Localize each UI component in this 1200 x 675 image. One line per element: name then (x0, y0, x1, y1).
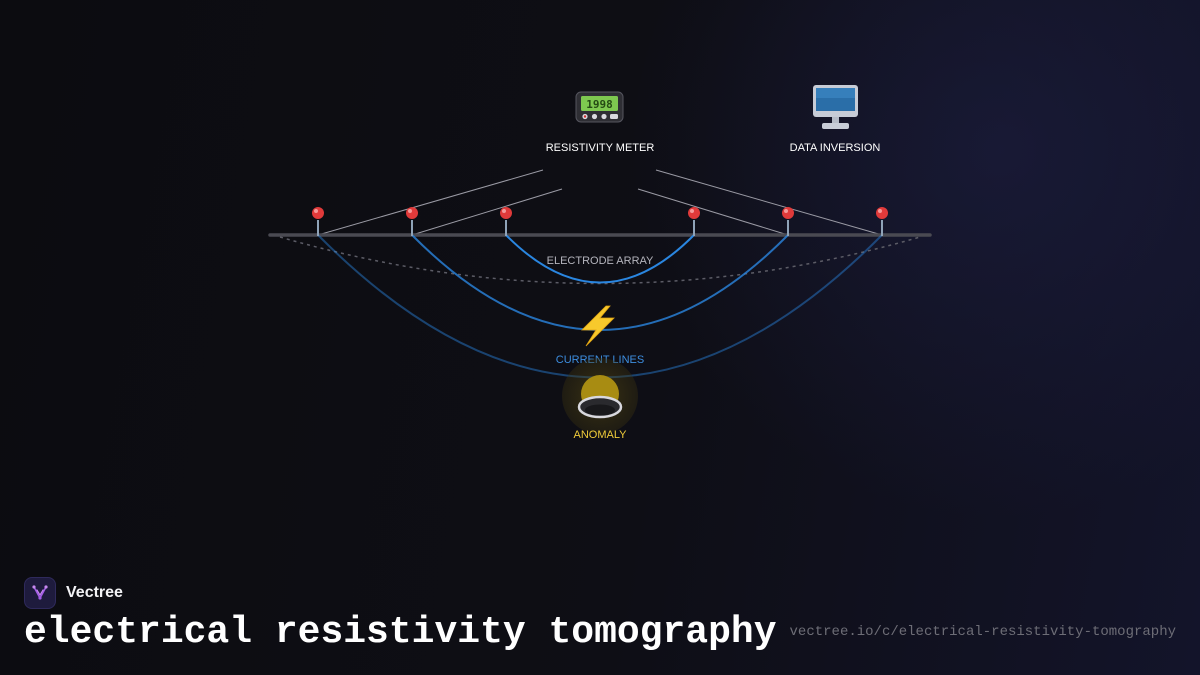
svg-text:1998: 1998 (586, 98, 613, 111)
pin-icon (782, 207, 794, 219)
desktop-computer-icon (813, 85, 858, 129)
pager-icon: 1998 (575, 91, 624, 123)
electrode (312, 207, 324, 236)
inversion-wire-inner (637, 188, 789, 236)
background-glow (600, 0, 1200, 550)
vectree-logo-icon (24, 577, 56, 609)
anomaly-label: ANOMALY (574, 429, 628, 441)
meter-wire-inner (411, 188, 563, 236)
pin-icon (500, 207, 512, 219)
meter-label: RESISTIVITY METER (546, 142, 655, 154)
lightning-bolt-icon (581, 305, 615, 347)
brand-name: Vectree (66, 584, 123, 601)
inversion-label: DATA INVERSION (790, 142, 881, 154)
electrode (876, 207, 888, 236)
anomaly-blob-icon (577, 395, 623, 419)
pin-icon (876, 207, 888, 219)
inversion-wire-outer (655, 169, 883, 236)
source-url: vectree.io/c/electrical-resistivity-tomo… (789, 624, 1176, 640)
electrode (500, 207, 512, 236)
brand: Vectree (24, 577, 123, 609)
electrode (688, 207, 700, 236)
pin-icon (312, 207, 324, 219)
meter-wire-outer (317, 169, 544, 236)
pin-icon (688, 207, 700, 219)
electrode (406, 207, 418, 236)
current-line-inner (505, 234, 695, 284)
page-title: electrical resistivity tomography (24, 611, 777, 654)
pin-icon (406, 207, 418, 219)
electrode (782, 207, 794, 236)
electrode-array-label: ELECTRODE ARRAY (547, 255, 654, 267)
